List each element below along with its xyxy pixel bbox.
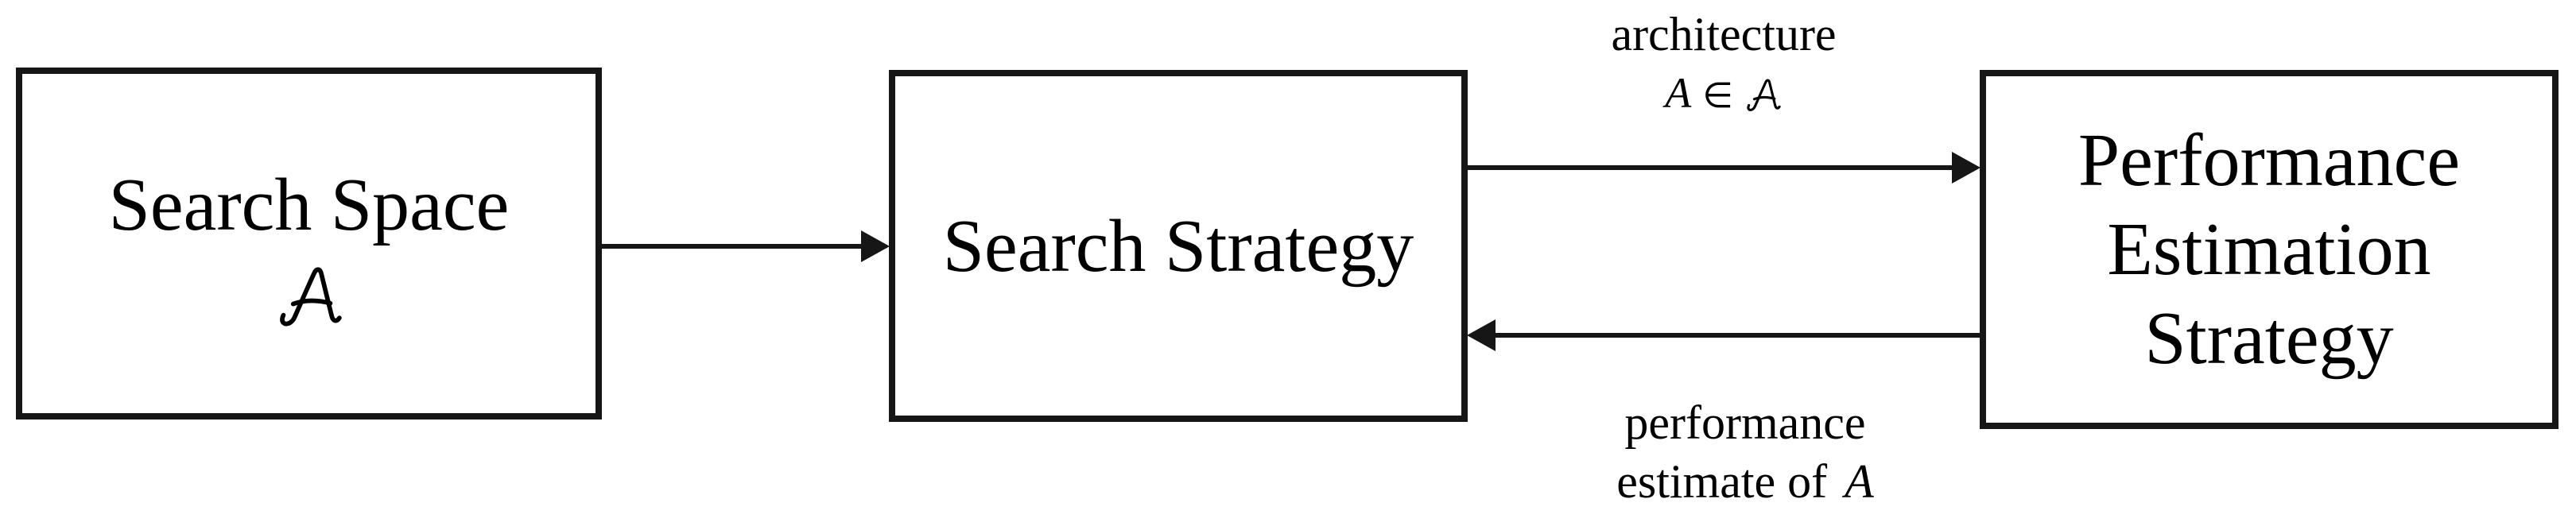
script-A-set-symbol-icon (274, 261, 344, 327)
performance-estimation-title: Performance Estimation Strategy (2077, 119, 2461, 380)
performance-variable-A: A (1845, 455, 1874, 508)
estimate-of-text: estimate of (1616, 455, 1828, 508)
search-strategy-title: Search Strategy (942, 204, 1414, 288)
element-of-symbol: ∈ (1702, 75, 1733, 116)
search-strategy-box: Search Strategy (889, 70, 1468, 422)
arrow-label-architecture: architecture A∈ (1611, 5, 1836, 126)
arrow-label-performance-line2: estimate of A (1616, 452, 1874, 511)
arrow-space-to-strategy-head-icon (861, 230, 890, 262)
architecture-variable-A: A (1665, 69, 1692, 117)
arrow-label-architecture-math: A∈ (1611, 64, 1836, 126)
arrow-space-to-strategy-line (600, 244, 864, 249)
search-space-title: Search Space (108, 163, 510, 246)
arrow-label-performance-line1: performance (1624, 396, 1866, 449)
arrow-strategy-to-estimation-line (1468, 165, 1954, 170)
script-A-set-symbol-icon (1744, 75, 1783, 112)
search-space-box: Search Space (16, 68, 602, 420)
arrow-estimation-to-strategy-head-icon (1467, 319, 1496, 351)
arrow-label-architecture-line1: architecture (1611, 8, 1837, 60)
performance-estimation-box: Performance Estimation Strategy (1980, 70, 2559, 429)
arrow-estimation-to-strategy-line (1495, 333, 1980, 338)
arrow-label-performance: performance estimate of A (1616, 393, 1874, 511)
arrow-strategy-to-estimation-head-icon (1952, 152, 1980, 184)
